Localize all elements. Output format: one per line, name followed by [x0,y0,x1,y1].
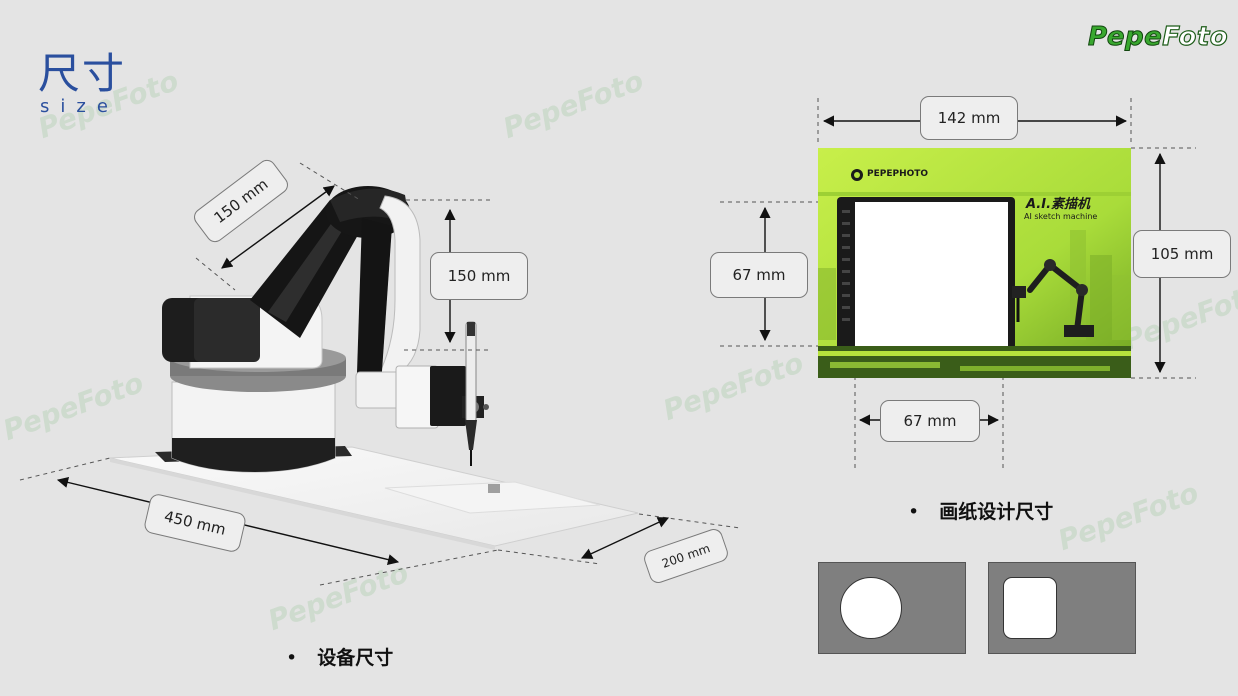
circle-cutout [840,577,902,639]
inner-width-label: 67 mm [880,400,980,442]
rounded-square-frame-sample [988,562,1136,654]
inner-height-label: 67 mm [710,252,808,298]
paper-brand: PEPEPHOTO [867,169,929,179]
device-dimension-lines [19,162,741,586]
paper-design-preview [818,148,1131,378]
circle-frame-sample [818,562,966,654]
pepefoto-logo: PepeFoto [1087,21,1229,52]
paper-subline: AI sketch machine [1024,212,1098,221]
robot-arm-illustration [109,186,639,550]
paper-width-label: 142 mm [920,96,1018,140]
device-caption: •设备尺寸 [286,647,394,669]
paper-caption: •画纸设计尺寸 [908,501,1054,523]
rounded-square-cutout [1003,577,1057,639]
paper-height-label: 105 mm [1133,230,1231,278]
page-subtitle: size [40,96,119,117]
paper-headline: A.I.素描机 [1026,197,1091,212]
arm-height-label: 150 mm [430,252,528,300]
page-title: 尺寸 [38,49,127,98]
